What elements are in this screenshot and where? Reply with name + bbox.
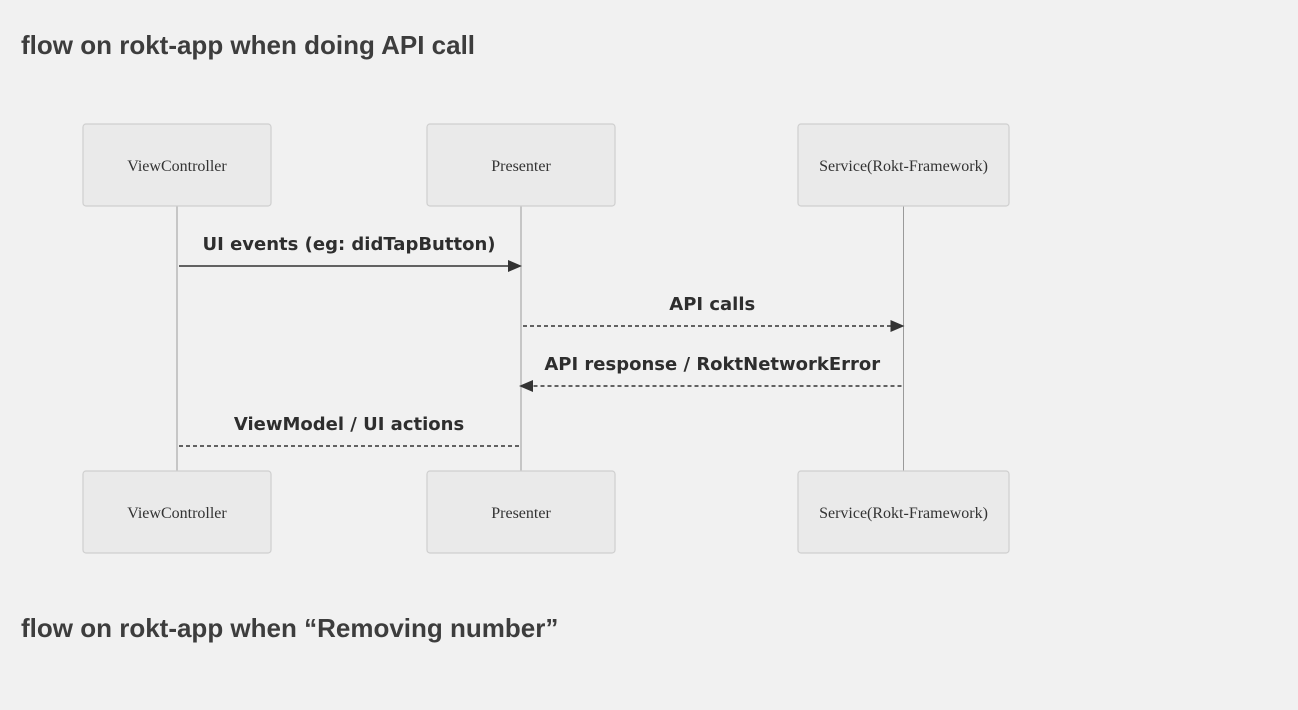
participant-box-vc-bottom <box>82 470 272 554</box>
message-label-4: ViewModel / UI actions <box>234 414 464 435</box>
message-label-3: API response / RoktNetworkError <box>544 354 880 375</box>
participant-box-presenter-bottom <box>426 470 616 554</box>
participant-box-service-top <box>797 123 1010 207</box>
participant-label-vc-bottom: ViewController <box>127 505 227 522</box>
participant-label-service-top: Service(Rokt-Framework) <box>819 158 988 175</box>
diagram-title-api-call: flow on rokt-app when doing API call <box>21 30 476 60</box>
participant-label-presenter-top: Presenter <box>491 158 551 175</box>
participant-label-presenter-bottom: Presenter <box>491 505 551 522</box>
message-label-1: UI events (eg: didTapButton) <box>203 234 496 255</box>
participant-label-service-bottom: Service(Rokt-Framework) <box>819 505 988 522</box>
message-label-2: API calls <box>669 294 755 315</box>
participant-box-presenter-top <box>426 123 616 207</box>
participant-box-service-bottom <box>797 470 1010 554</box>
message-arrowhead-3 <box>519 380 533 392</box>
participant-label-vc-top: ViewController <box>127 158 227 175</box>
message-arrowhead-1 <box>508 260 522 272</box>
diagram-title-removing-number: flow on rokt-app when “Removing number” <box>21 613 559 643</box>
participant-box-vc-top <box>82 123 272 207</box>
message-arrowhead-2 <box>890 320 905 332</box>
